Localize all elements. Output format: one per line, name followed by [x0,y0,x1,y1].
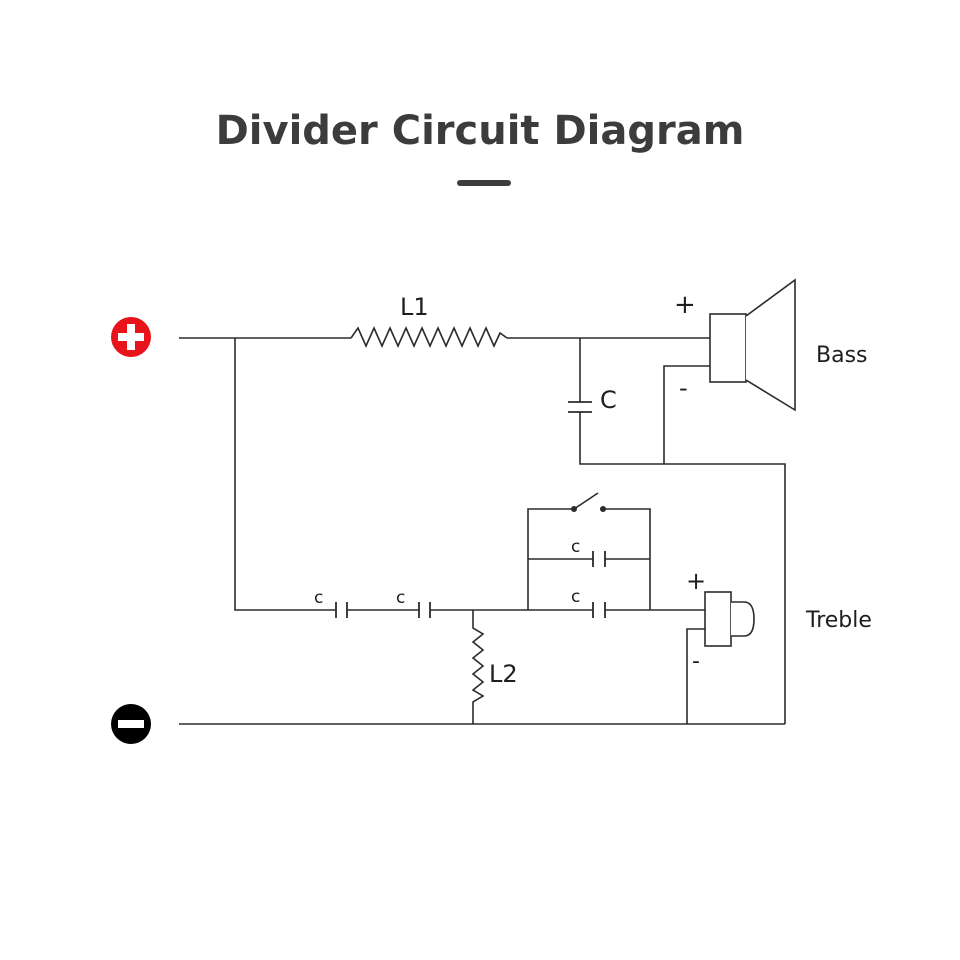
cap-parallel-1-label: c [571,537,580,557]
switch-lever [573,492,599,510]
cap-series-1-label: c [314,588,323,608]
left-branch-wire [234,338,336,611]
inductor-l2 [471,610,485,724]
minus-circle-icon [111,704,151,744]
l2-label: L2 [489,660,518,688]
treble-label: Treble [805,608,872,633]
treble-plus-label: + [686,567,706,595]
bass-minus-label: - [679,374,688,402]
l1-label: L1 [400,293,429,321]
parallel-left-rail [527,508,574,610]
bass-label: Bass [816,343,868,368]
tweeter-icon [704,591,755,647]
switch-contact-left [571,506,577,512]
cap-c-label: C [600,386,617,414]
speaker-icon [709,278,796,412]
cap-c-wire-bottom [579,412,786,724]
title-underline [457,180,511,186]
page-title: Divider Circuit Diagram [215,108,745,154]
treble-minus-wire [686,628,705,724]
plus-circle-icon [111,317,151,357]
cap-series-2-label: c [396,588,405,608]
cap-parallel-2-label: c [571,587,580,607]
bass-minus-wire [663,365,710,464]
inductor-l1 [350,326,508,348]
bass-plus-label: + [674,290,696,320]
parallel-right-rail [603,508,651,610]
treble-minus-label: - [692,649,700,674]
